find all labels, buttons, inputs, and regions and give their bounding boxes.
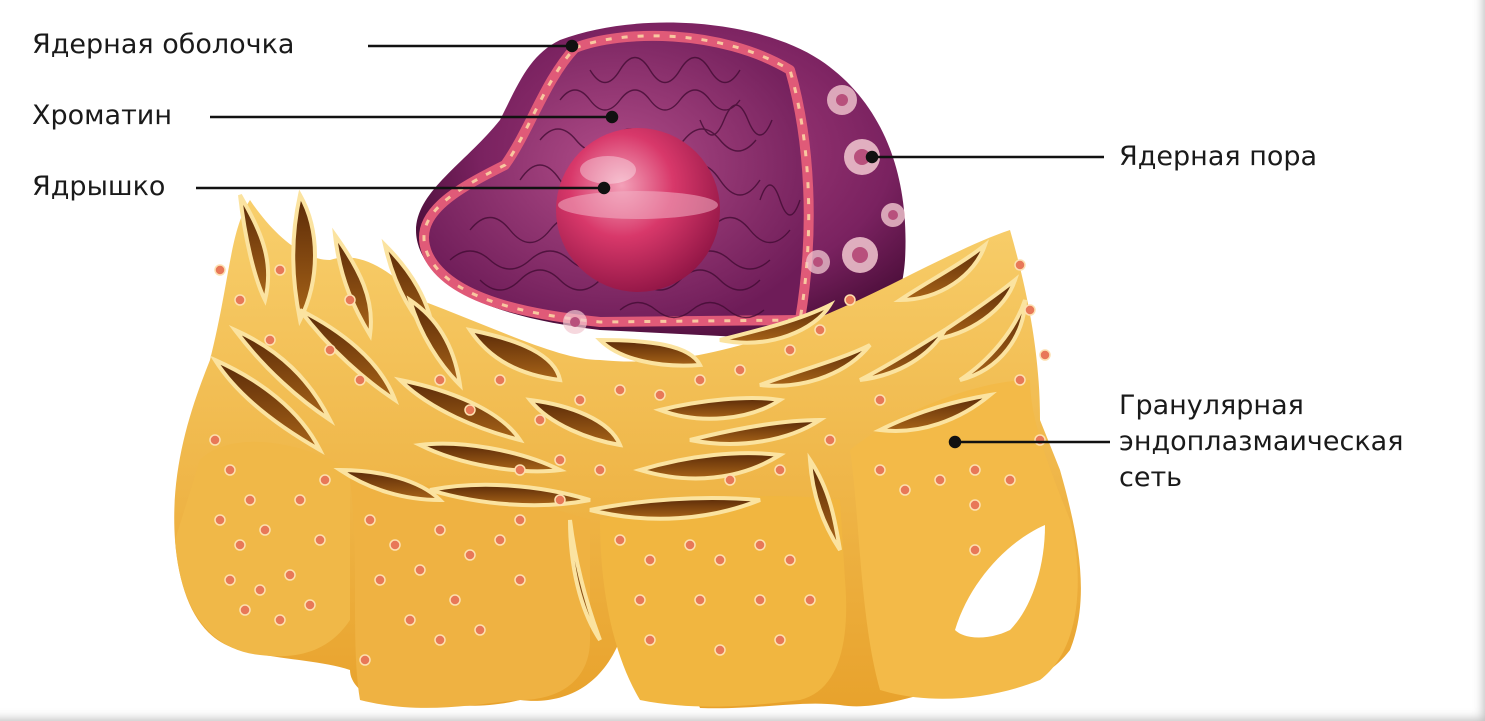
nucleolus <box>556 128 720 292</box>
label-chromatin: Хроматин <box>32 98 172 134</box>
label-rough-er-line-1: Гранулярная <box>1119 388 1403 424</box>
label-rough-er-line-3: сеть <box>1119 460 1403 496</box>
label-nucleolus: Ядрышко <box>32 169 165 205</box>
label-nuclear-envelope: Ядерная оболочка <box>32 27 294 63</box>
nucleus <box>416 23 906 347</box>
label-nuclear-pore: Ядерная пора <box>1119 139 1317 175</box>
label-rough-er: Гранулярная эндоплазмаическая сеть <box>1119 388 1403 496</box>
label-rough-er-line-2: эндоплазмаическая <box>1119 424 1403 460</box>
